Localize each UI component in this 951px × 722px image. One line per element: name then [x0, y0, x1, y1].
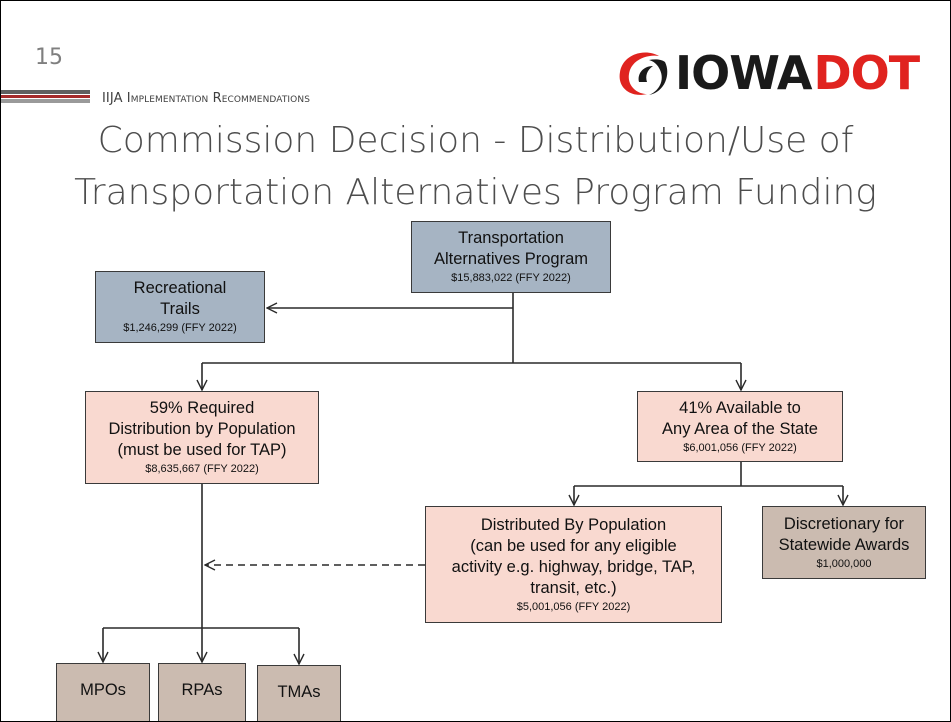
discretionary-label: Discretionary for Statewide Awards — [778, 514, 910, 554]
rec-trails-box: Recreational Trails $1,246,299 (FFY 2022… — [95, 271, 265, 343]
iowa-dot-logo: IOWA DOT — [615, 46, 921, 100]
rec-trails-label: Recreational Trails — [133, 279, 227, 318]
discretionary-box: Discretionary for Statewide Awards $1,00… — [762, 506, 926, 579]
required-59-box: 59% Required Distribution by Population … — [85, 391, 319, 484]
available-41-amount: $6,001,056 (FFY 2022) — [683, 441, 797, 454]
required-59-amount: $8,635,667 (FFY 2022) — [145, 463, 259, 475]
required-59-label: 59% Required Distribution by Population … — [108, 399, 296, 459]
logo-text-iowa: IOWA — [675, 46, 812, 100]
logo-swirl-icon — [619, 52, 668, 95]
slide-number: 15 — [35, 45, 63, 70]
slide-title-line-1: Commission Decision - Distribution/Use o… — [97, 120, 854, 161]
section-label: IIJA Implementation Recommendations — [102, 91, 311, 106]
tap-label: Transportation Alternatives Program — [433, 229, 589, 268]
available-41-label: 41% Available to Any Area of the State — [662, 398, 818, 438]
slide-title: Commission Decision - Distribution/Use o… — [1, 115, 950, 219]
distributed-box: Distributed By Population (can be used f… — [425, 506, 722, 623]
rpas-label: RPAs — [181, 681, 223, 699]
tap-amount: $15,883,022 (FFY 2022) — [451, 272, 571, 284]
header-bar-gray — [1, 99, 90, 103]
mpos-label: MPOs — [80, 681, 126, 699]
distributed-label: Distributed By Population (can be used f… — [451, 515, 696, 597]
tmas-label: TMAs — [277, 683, 321, 701]
available-41-box: 41% Available to Any Area of the State $… — [637, 391, 843, 462]
rec-trails-amount: $1,246,299 (FFY 2022) — [123, 322, 237, 334]
discretionary-amount: $1,000,000 — [816, 557, 872, 570]
logo-text-dot: DOT — [813, 46, 921, 100]
tap-box: Transportation Alternatives Program $15,… — [411, 221, 611, 293]
rpas-box: RPAs — [158, 663, 246, 721]
slide-title-line-2: Transportation Alternatives Program Fund… — [74, 172, 877, 213]
mpos-box: MPOs — [56, 663, 150, 721]
tmas-box: TMAs — [257, 665, 341, 721]
header-bar-dark — [1, 90, 90, 94]
header-bar-red — [1, 95, 90, 98]
distributed-amount: $5,001,056 (FFY 2022) — [516, 600, 631, 613]
